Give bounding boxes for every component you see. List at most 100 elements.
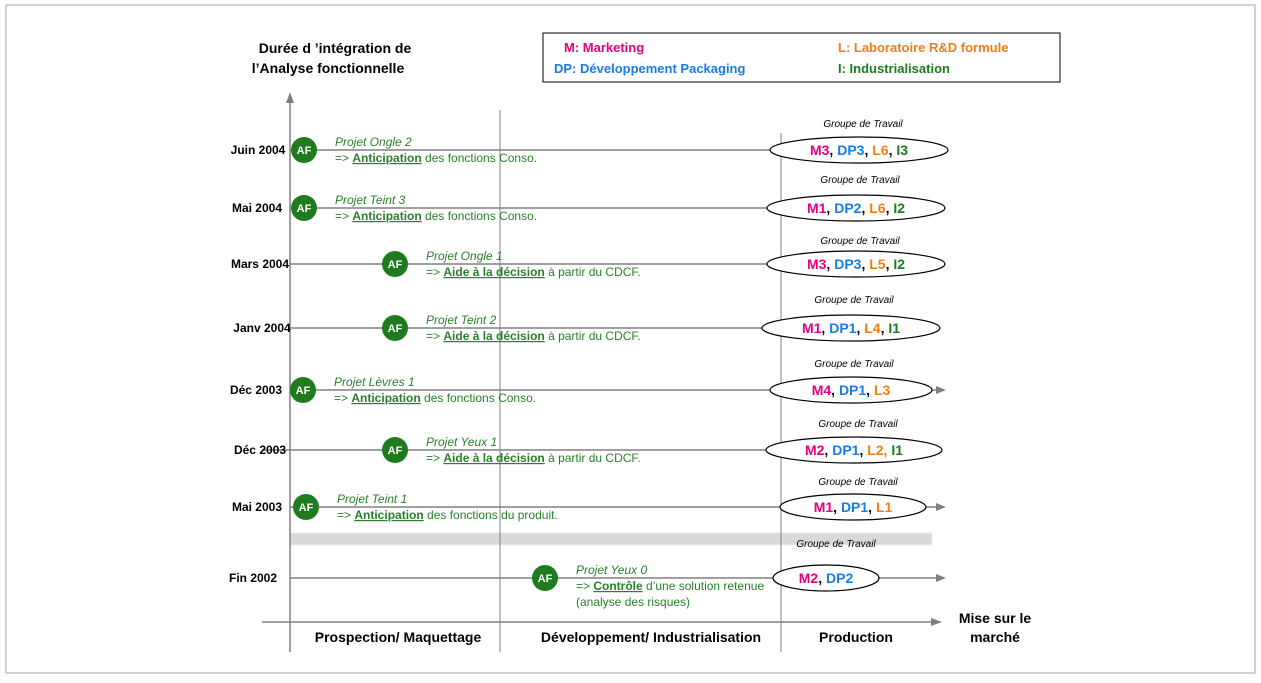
team-separator: , xyxy=(829,142,837,158)
desc-rest: à partir du CDCF. xyxy=(545,265,641,279)
team-member-code: L3 xyxy=(874,382,891,398)
desc-prefix: => xyxy=(334,391,351,405)
team-member-code: M1 xyxy=(814,499,834,515)
desc-keyword: Anticipation xyxy=(352,209,421,223)
team-separator: , xyxy=(889,142,897,158)
team-member-code: I3 xyxy=(896,142,908,158)
desc-rest: des fonctions du produit. xyxy=(424,508,558,522)
row-date-label: Mai 2003 xyxy=(232,500,282,514)
x-axis-end-label-line1: Mise sur le xyxy=(959,610,1032,626)
desc-prefix: => xyxy=(426,265,443,279)
project-description: => Aide à la décision à partir du CDCF. xyxy=(426,265,641,279)
team-member-code: DP1 xyxy=(829,320,856,336)
row-date-label: Fin 2002 xyxy=(229,571,277,585)
team-members: M3, DP3, L5, I2 xyxy=(807,256,905,272)
af-badge xyxy=(290,377,316,403)
project-name: Projet Teint 3 xyxy=(335,193,406,207)
project-description: => Anticipation des fonctions Conso. xyxy=(335,209,537,223)
team-member-code: I1 xyxy=(888,320,900,336)
af-badge xyxy=(293,494,319,520)
team-separator: , xyxy=(856,320,864,336)
team-member-code: DP3 xyxy=(834,256,861,272)
row-date-label: Juin 2004 xyxy=(231,143,286,157)
desc-keyword: Contrôle xyxy=(593,579,643,593)
desc-rest: des fonctions Conso. xyxy=(421,391,536,405)
team-member-code: M4 xyxy=(812,382,832,398)
team-separator: , xyxy=(886,256,894,272)
af-badge-label: AF xyxy=(538,573,553,585)
team-member-code: DP1 xyxy=(841,499,868,515)
team-members: M1, DP1, L1 xyxy=(814,499,893,515)
group-label: Groupe de Travail xyxy=(823,119,903,130)
desc-rest: des fonctions Conso. xyxy=(422,151,537,165)
project-name: Projet Ongle 1 xyxy=(426,249,503,263)
team-ellipse xyxy=(766,194,946,222)
af-badge xyxy=(291,137,317,163)
af-badge xyxy=(532,565,558,591)
phase-label-production: Production xyxy=(819,629,893,645)
team-member-code: M2 xyxy=(799,570,819,586)
team-separator: , xyxy=(821,320,829,336)
team-member-code: M2 xyxy=(805,442,825,458)
project-description-line2: (analyse des risques) xyxy=(576,595,690,609)
group-label: Groupe de Travail xyxy=(820,236,900,247)
team-separator: , xyxy=(826,256,834,272)
row-date-label: Mars 2004 xyxy=(231,257,289,271)
group-label: Groupe de Travail xyxy=(818,419,898,430)
desc-rest: des fonctions Conso. xyxy=(422,209,537,223)
desc-keyword: Aide à la décision xyxy=(443,451,544,465)
desc-prefix: => xyxy=(576,579,593,593)
team-separator: , xyxy=(818,570,826,586)
desc-rest: à partir du CDCF. xyxy=(545,451,641,465)
team-separator: , xyxy=(866,382,874,398)
project-name: Projet Ongle 2 xyxy=(335,135,412,149)
af-badge xyxy=(382,315,408,341)
team-members: M2, DP1, L2, I1 xyxy=(805,442,903,458)
team-member-code: L6 xyxy=(869,200,886,216)
project-name: Projet Yeux 1 xyxy=(426,435,497,449)
project-name: Projet Yeux 0 xyxy=(576,563,647,577)
af-badge-label: AF xyxy=(296,385,311,397)
project-name: Projet Teint 2 xyxy=(426,313,497,327)
team-ellipse xyxy=(766,250,946,278)
team-ellipse xyxy=(779,493,927,521)
team-member-code: DP1 xyxy=(832,442,859,458)
af-badge-label: AF xyxy=(388,259,403,271)
team-member-code: L1 xyxy=(876,499,893,515)
group-label: Groupe de Travail xyxy=(818,477,898,488)
desc-prefix: => xyxy=(426,451,443,465)
group-label: Groupe de Travail xyxy=(814,359,894,370)
team-members: M1, DP2, L6, I2 xyxy=(807,200,905,216)
team-separator: , xyxy=(861,256,869,272)
group-label: Groupe de Travail xyxy=(820,175,900,186)
team-separator: , xyxy=(826,200,834,216)
legend-packaging: DP: Développement Packaging xyxy=(554,61,745,76)
team-separator: , xyxy=(868,499,876,515)
desc-keyword: Anticipation xyxy=(352,151,421,165)
desc-prefix: => xyxy=(426,329,443,343)
legend-laboratoire: L: Laboratoire R&D formule xyxy=(838,40,1008,55)
team-separator: , xyxy=(833,499,841,515)
project-description: => Aide à la décision à partir du CDCF. xyxy=(426,329,641,343)
team-separator: , xyxy=(831,382,839,398)
team-member-code: DP2 xyxy=(826,570,853,586)
af-badge xyxy=(382,251,408,277)
outer-border xyxy=(5,4,1256,674)
desc-keyword: Aide à la décision xyxy=(443,329,544,343)
row-date-label: Déc 2003 xyxy=(230,383,282,397)
team-member-code: DP2 xyxy=(834,200,861,216)
y-axis-title-line1: Durée d ’intégration de xyxy=(259,40,412,56)
legend-marketing: M: Marketing xyxy=(564,40,644,55)
group-label: Groupe de Travail xyxy=(796,539,876,550)
project-description: => Anticipation des fonctions Conso. xyxy=(334,391,536,405)
team-ellipse xyxy=(772,564,880,592)
af-badge-label: AF xyxy=(297,203,312,215)
y-axis-title-line2: l’Analyse fonctionnelle xyxy=(252,60,405,76)
team-member-code: DP1 xyxy=(839,382,866,398)
